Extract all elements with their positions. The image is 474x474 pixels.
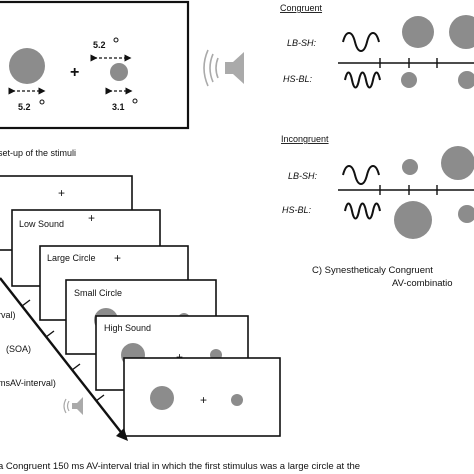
time-arrow <box>0 277 125 437</box>
row-label-lb: LB-SH: <box>287 38 317 48</box>
svg-text:+: + <box>200 393 207 407</box>
circle-small <box>458 205 474 223</box>
axis-label-interval: rval) <box>0 310 16 320</box>
dim-label-large: 5.2 <box>18 102 31 112</box>
degree-icon <box>132 98 138 104</box>
circle-large <box>402 16 434 48</box>
large-circle <box>9 48 45 84</box>
row-label-hs: HS-BL: <box>283 74 313 84</box>
panel-c-caption-2: AV-combinatio <box>392 278 453 289</box>
degree-icon <box>113 37 119 43</box>
frame-final: + <box>123 357 281 437</box>
frame-label: Small Circle <box>74 288 122 298</box>
low-wave <box>342 165 380 185</box>
circle-large <box>394 201 432 239</box>
frame-label: High Sound <box>104 323 151 333</box>
row-label-hs: HS-BL: <box>282 205 312 215</box>
circle-small <box>402 159 418 175</box>
small-circle <box>110 63 128 81</box>
degree-icon <box>39 99 45 105</box>
svg-text:+: + <box>88 211 95 225</box>
axis-label-av-interval: msAV-interval) <box>0 378 56 388</box>
high-wave <box>344 71 381 89</box>
incongruent-title: Incongruent <box>281 134 329 144</box>
speaker-icon <box>203 49 244 87</box>
frame-label: Low Sound <box>19 219 64 229</box>
panel-a-caption: set-up of the stimuli <box>0 148 76 158</box>
speaker-icon <box>63 397 83 415</box>
high-wave <box>344 202 381 220</box>
dim-label-small: 3.1 <box>112 102 125 112</box>
time-arrowhead <box>116 428 128 441</box>
frame-label: Large Circle <box>47 253 96 263</box>
fixation-cross: + <box>70 64 79 81</box>
dim-label-gap: 5.2 <box>93 40 106 50</box>
row-label-lb: LB-SH: <box>288 171 318 181</box>
circle-small <box>401 72 417 88</box>
panel-c-caption-1: C) Synestheticaly Congruent <box>312 265 433 276</box>
svg-text:+: + <box>176 350 183 364</box>
low-wave <box>342 32 380 52</box>
svg-text:+: + <box>58 186 65 200</box>
figure-caption: a Congruent 150 ms AV-interval trial in … <box>0 461 360 472</box>
axis-label-soa: (SOA) <box>6 344 31 354</box>
circle-large <box>441 146 474 180</box>
svg-text:+: + <box>114 251 121 265</box>
circle-small <box>458 71 474 89</box>
congruent-title: Congruent <box>280 3 323 13</box>
circle-large <box>449 15 474 49</box>
